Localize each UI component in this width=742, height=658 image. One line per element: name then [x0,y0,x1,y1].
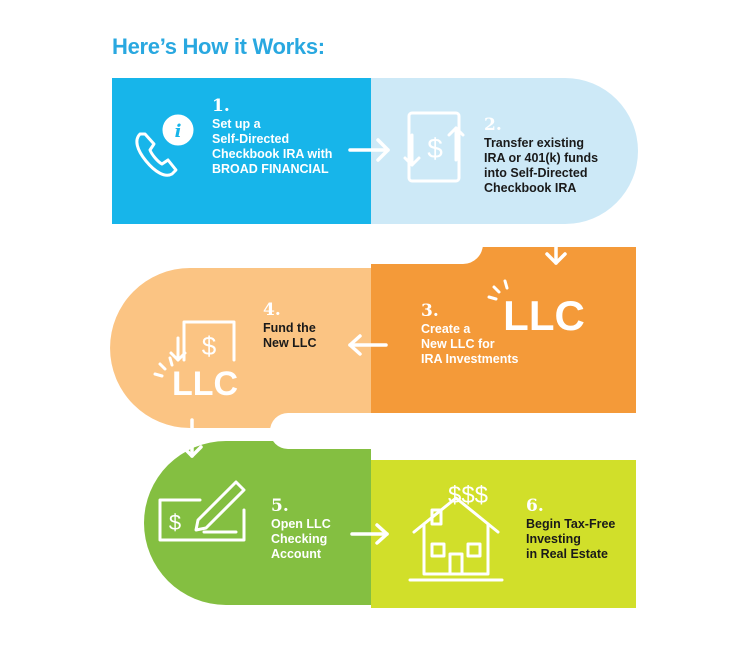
step-6-number: 6. [526,496,544,516]
step-1-line-1: Set up a [212,117,261,131]
llc-funding-icon [153,320,236,378]
arrow-step2-to-step3 [545,226,567,265]
arrow-step4-to-step5 [181,418,203,458]
step-2-number: 2. [484,115,502,135]
info-glyph: i [175,121,182,142]
step-2-line-1: Transfer existing [484,136,585,150]
step-6-text: 6. Begin Tax-Free Investing in Real Esta… [526,496,615,562]
step-5-text: 5. Open LLC Checking Account [271,496,331,562]
arrow-step1-to-step2 [348,138,390,162]
dollar-glyph-step2: $ [427,133,443,164]
step-3-panel [371,247,636,413]
step-6-panel [371,460,636,608]
step-5-line-2: Checking [271,532,328,546]
step-1-line-4: BROAD FINANCIAL [212,162,329,176]
step-1-text: 1. Set up a Self-Directed Checkbook IRA … [212,96,332,177]
step-4-text: 4. Fund the New LLC [263,300,316,351]
dollar-glyph-step5: $ [169,510,181,535]
step-1-line-3: Checkbook IRA with [212,147,333,161]
step-2-line-4: Checkbook IRA [484,181,577,195]
step-1-line-2: Self-Directed [212,132,290,146]
step-4-panel [110,268,371,428]
step-3-text: 3. Create a New LLC for IRA Investments [421,301,518,367]
step-3-line-3: IRA Investments [421,352,519,366]
step-6-line-2: Investing [526,532,581,546]
llc-text-step3: LLC [503,292,585,339]
step-3-line-2: New LLC for [421,337,495,351]
phone-info-icon [135,114,194,177]
step-6-line-1: Begin Tax-Free [526,517,616,531]
dollar-glyph-step4: $ [202,331,217,361]
step-2-line-2: IRA or 401(k) funds [484,151,599,165]
step-5-panel [144,441,371,605]
step-5-line-3: Account [271,547,321,561]
arrow-step3-to-step4 [348,334,388,356]
step-3-number: 3. [421,301,439,321]
step-2-text: 2. Transfer existing IRA or 401(k) funds… [484,115,598,196]
step-4-line-2: New LLC [263,336,317,350]
step-1-panel [112,78,371,224]
house-dollar-icon [408,496,504,582]
step-1-number: 1. [212,96,230,116]
step-2-line-3: into Self-Directed [484,166,588,180]
llc-text-step4: LLC [172,365,238,403]
step-6-line-3: in Real Estate [526,547,608,561]
page-title: Here’s How it Works: [112,34,325,59]
llc-icon [487,279,509,301]
dollars-glyph-step6: $$$ [448,482,488,509]
step-5-number: 5. [271,496,289,516]
step-5-line-1: Open LLC [271,517,331,531]
dollar-transfer-icon [403,111,465,183]
check-pen-icon [158,480,246,542]
step-4-line-1: Fund the [263,321,316,335]
step-3-line-1: Create a [421,322,471,336]
arrow-step5-to-step6 [350,523,389,545]
step-4-number: 4. [263,300,281,320]
